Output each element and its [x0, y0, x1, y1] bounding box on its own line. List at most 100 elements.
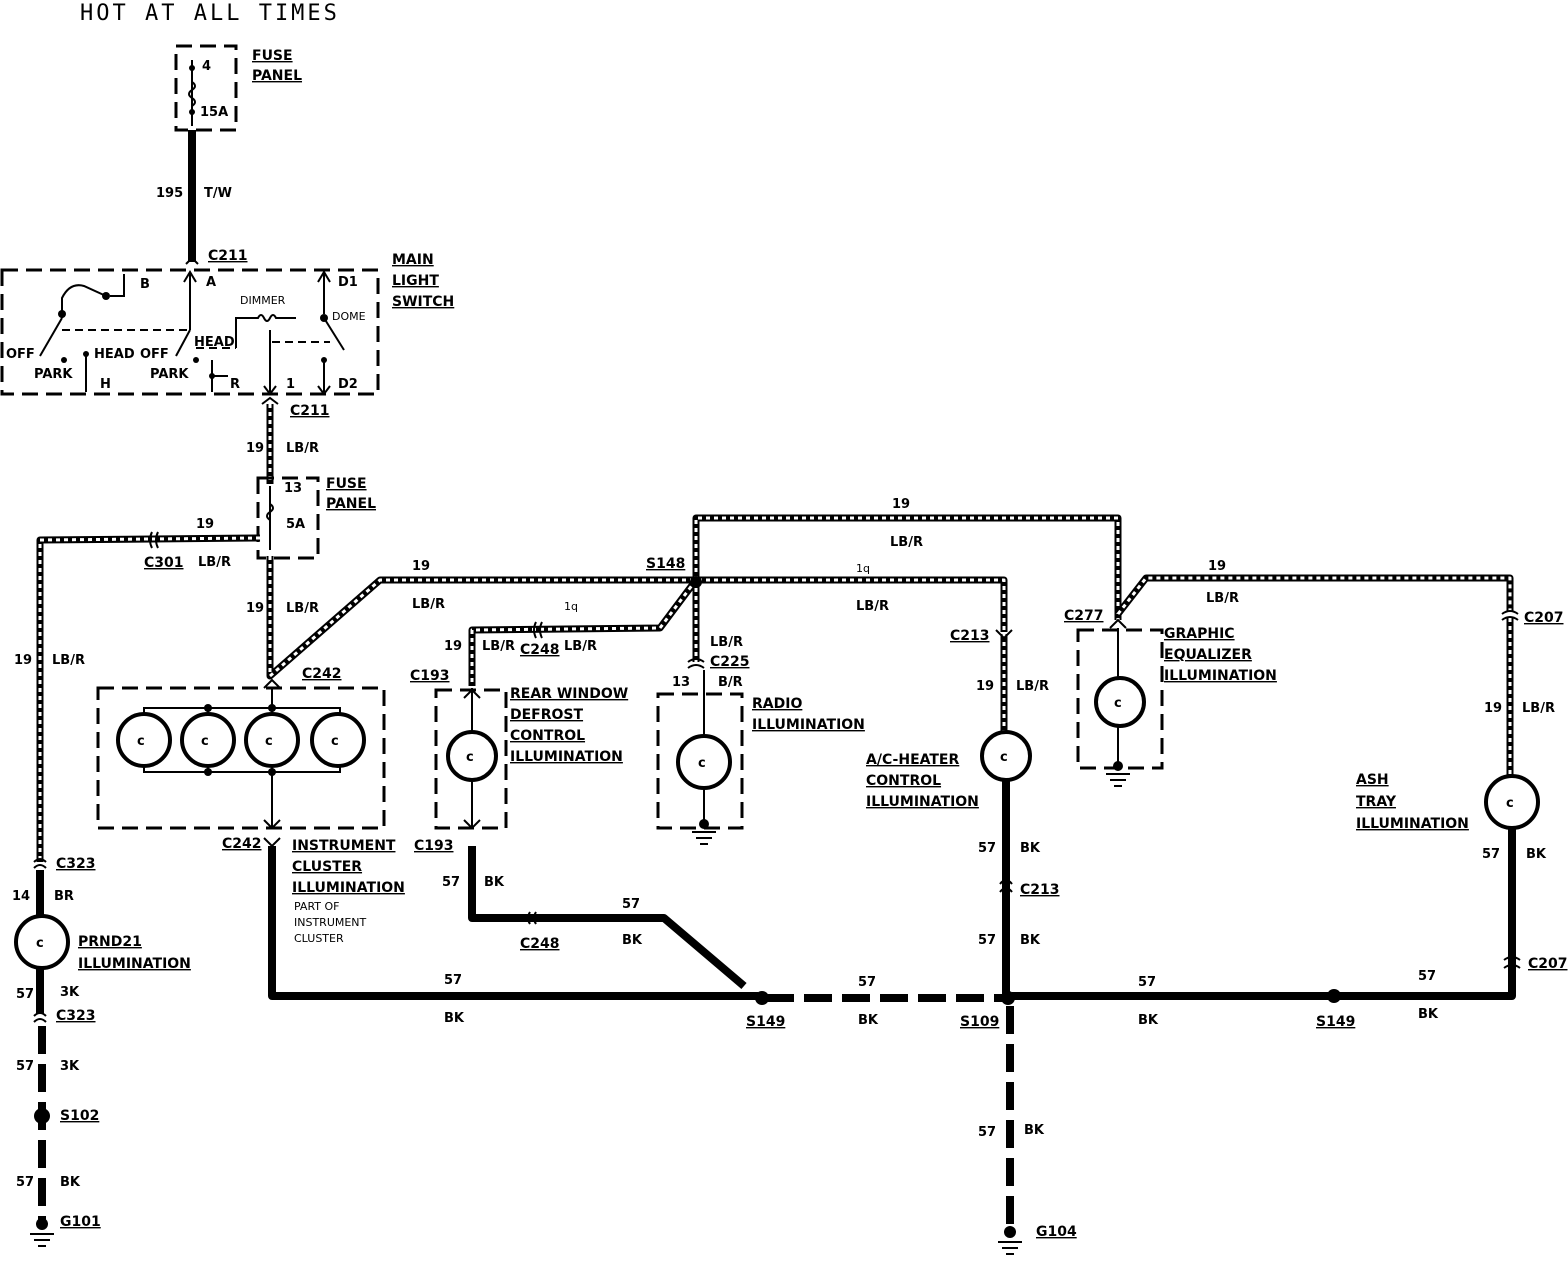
svg-text:ILLUMINATION: ILLUMINATION	[752, 717, 865, 733]
svg-text:OFF: OFF	[6, 347, 35, 362]
splice-s102: S102	[60, 1108, 99, 1124]
svg-text:19: 19	[444, 639, 462, 654]
svg-text:c: c	[265, 734, 273, 749]
svg-text:MAIN: MAIN	[392, 252, 434, 268]
splice-s109-dot	[1001, 991, 1015, 1005]
svg-text:57: 57	[858, 975, 876, 990]
bulb-icon	[244, 712, 300, 768]
svg-text:LB/R: LB/R	[710, 635, 743, 650]
svg-text:BK: BK	[858, 1013, 879, 1028]
svg-text:CONTROL: CONTROL	[866, 773, 941, 789]
svg-text:BK: BK	[1020, 933, 1041, 948]
svg-text:LB/R: LB/R	[1016, 679, 1049, 694]
svg-text:195: 195	[156, 186, 183, 201]
svg-text:PARK: PARK	[34, 367, 73, 382]
connector-c193-top: C193	[410, 668, 450, 684]
svg-text:BK: BK	[444, 1011, 465, 1026]
svg-text:c: c	[201, 734, 209, 749]
svg-text:LB/R: LB/R	[856, 599, 889, 614]
svg-text:INSTRUMENT: INSTRUMENT	[292, 838, 396, 854]
svg-text:REAR WINDOW: REAR WINDOW	[510, 686, 628, 702]
bulb-icon	[446, 730, 498, 782]
svg-text:5A: 5A	[286, 517, 305, 532]
splice-s102-dot	[34, 1108, 50, 1124]
splice-s149-right-dot	[1327, 989, 1341, 1003]
splice-s149-right: S149	[1316, 1014, 1355, 1030]
lbr-feed-network	[36, 514, 1514, 862]
prnd21-bulb-icon	[14, 914, 70, 970]
svg-text:PANEL: PANEL	[326, 496, 376, 512]
svg-text:SWITCH: SWITCH	[392, 294, 454, 310]
svg-text:ASH: ASH	[1356, 772, 1389, 788]
svg-text:19: 19	[246, 601, 264, 616]
connector-c207-top: C207	[1524, 610, 1564, 626]
svg-text:LB/R: LB/R	[286, 601, 319, 616]
svg-text:FUSE: FUSE	[326, 476, 367, 492]
connector-c242-top: C242	[302, 666, 342, 682]
connector-c301: C301	[144, 555, 184, 571]
svg-text:LB/R: LB/R	[286, 441, 319, 456]
svg-text:R: R	[230, 377, 240, 392]
connector-c277: C277	[1064, 608, 1104, 624]
svg-text:57: 57	[1418, 969, 1436, 984]
svg-text:57: 57	[978, 933, 996, 948]
bulb-icon	[180, 712, 236, 768]
ground-icon	[1106, 761, 1130, 787]
svg-text:CONTROL: CONTROL	[510, 728, 585, 744]
svg-text:13: 13	[672, 675, 690, 690]
splice-s148: S148	[646, 556, 685, 572]
svg-text:19: 19	[196, 517, 214, 532]
svg-text:BK: BK	[484, 875, 505, 890]
diagram-title: HOT AT ALL TIMES	[80, 1, 340, 26]
svg-text:PART OF: PART OF	[294, 900, 340, 913]
svg-text:DIMMER: DIMMER	[240, 294, 286, 307]
fuse-panel-top: 4 15A FUSE PANEL	[174, 44, 302, 132]
svg-text:57: 57	[1482, 847, 1500, 862]
svg-text:19: 19	[892, 497, 910, 512]
svg-text:3K: 3K	[60, 1059, 80, 1074]
svg-text:A/C-HEATER: A/C-HEATER	[866, 752, 959, 768]
svg-text:19: 19	[412, 559, 430, 574]
svg-text:B/R: B/R	[718, 675, 743, 690]
ground-g104: G104	[998, 1224, 1077, 1255]
connector-c213-bot: C213	[1020, 882, 1060, 898]
svg-text:PANEL: PANEL	[252, 68, 302, 84]
svg-text:19: 19	[1208, 559, 1226, 574]
svg-text:RADIO: RADIO	[752, 696, 802, 712]
fuse-panel-mid: 13 5A FUSE PANEL	[256, 476, 376, 560]
svg-text:LB/R: LB/R	[1206, 591, 1239, 606]
svg-text:57: 57	[1138, 975, 1156, 990]
svg-text:c: c	[331, 734, 339, 749]
svg-text:BK: BK	[1020, 841, 1041, 856]
svg-text:BK: BK	[1024, 1123, 1045, 1138]
connector-c211-bot: C211	[290, 403, 330, 419]
ground-icon	[692, 819, 716, 845]
svg-text:3K: 3K	[60, 985, 80, 1000]
svg-text:HEAD: HEAD	[194, 335, 235, 350]
svg-text:57: 57	[622, 897, 640, 912]
svg-text:D1: D1	[338, 275, 358, 290]
svg-text:19: 19	[246, 441, 264, 456]
svg-text:PARK: PARK	[150, 367, 189, 382]
svg-text:BR: BR	[54, 889, 74, 904]
svg-text:OFF: OFF	[140, 347, 169, 362]
svg-text:GRAPHIC: GRAPHIC	[1164, 626, 1235, 642]
connector-c211-top: C211	[208, 248, 248, 264]
svg-text:57: 57	[442, 875, 460, 890]
connector-c323-bot: C323	[56, 1008, 96, 1024]
svg-text:57: 57	[978, 841, 996, 856]
graphic-equalizer-illumination: C277 c GRAPHIC EQUALIZER ILLUMINATION	[1064, 608, 1277, 787]
svg-text:LB/R: LB/R	[1522, 701, 1555, 716]
connector-c248-top: C248	[520, 642, 560, 658]
bulb-icon	[310, 712, 366, 768]
bulb-icon	[116, 712, 172, 768]
splice-s109: S109	[960, 1014, 999, 1030]
bulb-icon	[676, 734, 732, 790]
splice-s148-dot	[690, 576, 702, 588]
svg-text:HEAD: HEAD	[94, 347, 135, 362]
svg-text:TRAY: TRAY	[1356, 794, 1397, 810]
svg-text:4: 4	[202, 59, 211, 74]
svg-text:ILLUMINATION: ILLUMINATION	[292, 880, 405, 896]
svg-text:DOME: DOME	[332, 310, 366, 323]
